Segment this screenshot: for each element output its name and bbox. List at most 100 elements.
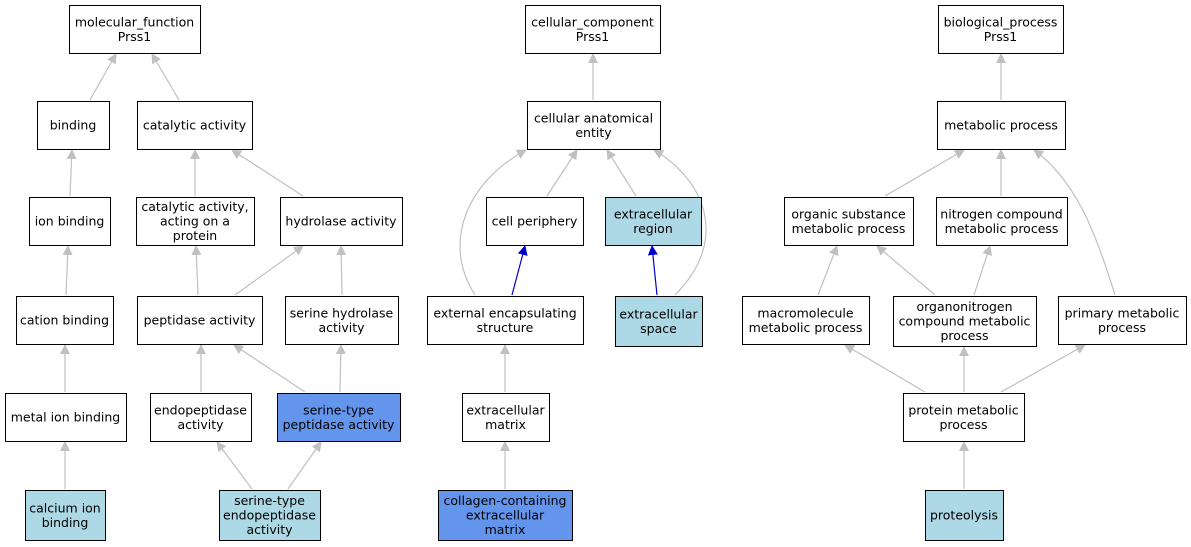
edge-binding-to-mf_root [89,53,117,101]
node-label-line: organic substance [791,206,906,221]
go-term-node-metal-ion[interactable]: metal ion binding [5,393,127,442]
node-label-line: activity [318,320,365,335]
node-label-line: extracellular [614,206,693,221]
node-label-line: structure [477,320,534,335]
edge-line [336,245,347,296]
node-box [37,101,110,150]
node-label-line: serine hydrolase [290,305,394,320]
node-box [427,296,584,345]
edge-line [231,149,304,197]
node-box [1058,296,1187,345]
go-term-node-peptidase[interactable]: peptidase activity [137,296,263,345]
node-label-line: metabolic process [945,221,1059,236]
edge-line [335,344,346,393]
node-label-line: extracellular [466,402,545,417]
node-label-line: activity [177,417,224,432]
node-box [938,5,1064,54]
edge-hydrolase-to-catalytic [231,149,304,197]
go-term-node-ion-binding[interactable]: ion binding [29,197,111,246]
edge-ec_space-to-ec_region [647,245,658,296]
node-label-line: peptidase activity [144,313,256,328]
node-box [137,296,263,345]
node-label-line: serine-type [234,493,305,508]
node-label-line: space [640,321,677,336]
node-box [525,5,661,54]
edge-organonitrogen-to-organic_sub [876,245,936,296]
edge-line [606,149,637,197]
go-term-node-cation-binding[interactable]: cation binding [16,296,114,345]
edge-line [1000,344,1086,393]
edge-line [876,245,936,296]
node-label-line: Prss1 [984,29,1017,44]
node-box [742,296,870,345]
node-label-line: serine-type [303,402,374,417]
edge-primary-to-metabolic [1033,149,1116,296]
node-label-line: ion binding [35,214,105,229]
edge-line [216,441,253,490]
edge-organic_sub-to-metabolic [884,149,965,197]
node-label-line: binding [50,118,97,133]
node-label-line: protein metabolic [908,402,1018,417]
node-box [438,490,573,541]
edge-line [511,245,528,296]
node-label-line: Prss1 [118,29,151,44]
node-label-line: metabolic process [749,320,863,335]
edge-ec_space-to-anat_entity [653,149,707,296]
node-label-line: molecular_function [75,14,194,29]
go-term-node-hydrolase[interactable]: hydrolase activity [280,197,403,246]
node-label-line: external encapsulating [433,305,576,320]
node-label-line: biological_process [944,14,1058,29]
edge-periphery-to-anat_entity [546,149,578,197]
edge-macromolecule-to-organic_sub [817,245,839,296]
edge-cation_binding-to-ion_binding [62,245,73,296]
edge-ec_region-to-anat_entity [606,149,637,197]
node-label-line: peptidase activity [283,417,395,432]
edge-catalytic-to-mf_root [151,53,180,101]
node-label-line: matrix [485,522,526,537]
edge-protein_met-to-macromolecule [844,344,926,393]
node-label-line: extracellular [466,508,545,523]
go-term-node-periphery[interactable]: cell periphery [486,197,584,246]
node-box [69,5,201,54]
node-label-line: entity [575,125,612,140]
node-label-line: catalytic activity [143,118,247,133]
go-term-node-binding[interactable]: binding [37,101,110,150]
go-term-node-metabolic[interactable]: metabolic process [937,101,1066,150]
node-label-line: protein [173,228,217,243]
go-term-node-proteolysis[interactable]: proteolysis [925,490,1004,541]
edge-line [1033,149,1116,296]
node-label-line: process [1098,320,1146,335]
edge-line [62,245,73,296]
edge-peptidase-to-cat_protein [191,245,202,296]
go-term-node-catalytic[interactable]: catalytic activity [137,101,253,150]
node-box [903,393,1025,442]
node-box [5,393,127,442]
node-label-line: catalytic activity, [141,199,248,214]
node-label-line: process [940,328,988,343]
node-label-line: cell periphery [492,214,578,229]
node-box [150,393,252,442]
edge-ext_encap-to-periphery [511,245,528,296]
